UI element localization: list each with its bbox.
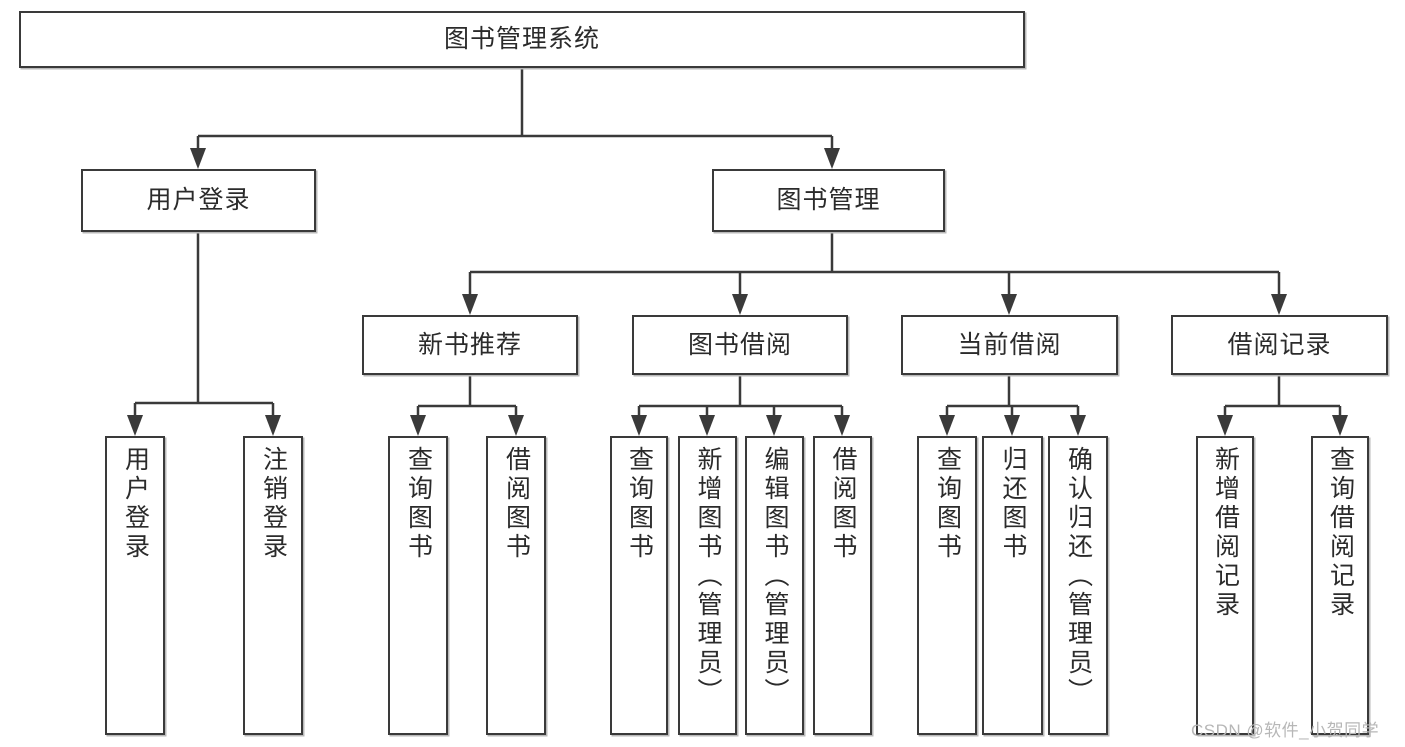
node-leaf-add-book-admin-label: 新增图书（管理员）: [694, 446, 722, 707]
watermark: CSDN @软件_小贺同学: [1191, 721, 1380, 740]
node-user-login[interactable]: 用户登录: [81, 169, 316, 232]
node-borrow-record-label: 借阅记录: [1227, 330, 1332, 359]
node-current-borrow-label: 当前借阅: [957, 330, 1062, 359]
node-leaf-borrow-book-label: 借阅图书: [829, 446, 857, 562]
node-new-book-recommend-label: 新书推荐: [417, 330, 522, 359]
node-leaf-edit-book-admin[interactable]: 编辑图书（管理员）: [745, 436, 804, 735]
node-root-label: 图书管理系统: [443, 25, 600, 54]
node-leaf-query-book-rec-label: 查询图书: [404, 446, 433, 562]
connector-newbook-to-leaves: [410, 375, 524, 436]
connector-root-to-level2: [190, 68, 840, 169]
node-leaf-add-borrow-record-label: 新增借阅记录: [1211, 446, 1240, 620]
node-leaf-borrow-book-rec[interactable]: 借阅图书: [486, 436, 546, 735]
node-leaf-query-borrow-record[interactable]: 查询借阅记录: [1311, 436, 1369, 735]
node-book-borrow-label: 图书借阅: [687, 330, 792, 359]
connector-bookborrow-to-leaves: [631, 375, 850, 436]
node-root[interactable]: 图书管理系统: [19, 11, 1025, 68]
node-user-login-label: 用户登录: [146, 186, 251, 215]
node-new-book-recommend[interactable]: 新书推荐: [362, 315, 578, 375]
connector-borrowrecord-to-leaves: [1217, 375, 1348, 436]
node-leaf-user-login-label: 用户登录: [121, 446, 150, 562]
node-leaf-user-login[interactable]: 用户登录: [105, 436, 165, 735]
node-leaf-confirm-return-admin-label: 确认归还（管理员）: [1064, 446, 1093, 707]
node-leaf-logout-login[interactable]: 注销登录: [243, 436, 303, 735]
node-borrow-record[interactable]: 借阅记录: [1171, 315, 1388, 375]
node-leaf-query-book-current-label: 查询图书: [933, 446, 962, 562]
connector-bookmgmt-to-level3: [462, 232, 1287, 315]
node-current-borrow[interactable]: 当前借阅: [901, 315, 1118, 375]
node-leaf-add-book-admin[interactable]: 新增图书（管理员）: [678, 436, 737, 735]
node-leaf-return-book[interactable]: 归还图书: [982, 436, 1043, 735]
node-book-management[interactable]: 图书管理: [712, 169, 945, 232]
node-book-borrow[interactable]: 图书借阅: [632, 315, 848, 375]
node-leaf-add-borrow-record[interactable]: 新增借阅记录: [1196, 436, 1254, 735]
node-leaf-logout-login-label: 注销登录: [259, 446, 288, 562]
node-leaf-return-book-label: 归还图书: [999, 446, 1027, 562]
node-leaf-edit-book-admin-label: 编辑图书（管理员）: [761, 446, 789, 707]
node-leaf-borrow-book[interactable]: 借阅图书: [813, 436, 872, 735]
node-leaf-confirm-return-admin[interactable]: 确认归还（管理员）: [1048, 436, 1108, 735]
node-book-management-label: 图书管理: [776, 186, 881, 215]
node-leaf-borrow-book-rec-label: 借阅图书: [502, 446, 531, 562]
node-leaf-query-book-current[interactable]: 查询图书: [917, 436, 977, 735]
connector-userlogin-to-leaves: [127, 232, 281, 436]
node-leaf-query-borrow-record-label: 查询借阅记录: [1326, 446, 1355, 620]
node-leaf-query-book-rec[interactable]: 查询图书: [388, 436, 448, 735]
node-leaf-query-book-borrow[interactable]: 查询图书: [610, 436, 668, 735]
connector-currentborrow-to-leaves: [939, 375, 1086, 436]
node-leaf-query-book-borrow-label: 查询图书: [625, 446, 654, 562]
